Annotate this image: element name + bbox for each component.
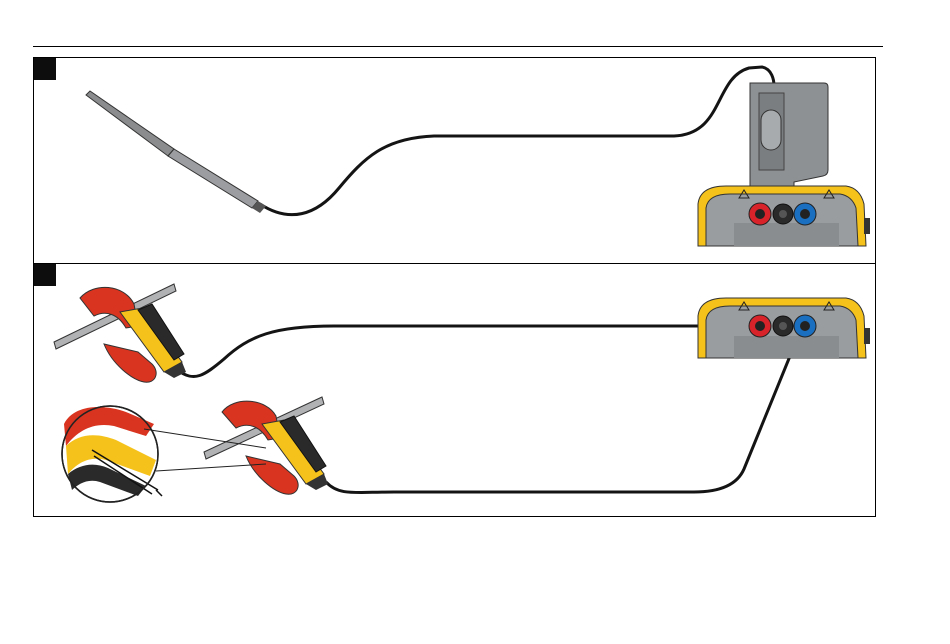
scope-meter-b — [698, 298, 870, 358]
probe-cable — [260, 67, 774, 215]
current-clamp-2 — [222, 401, 328, 494]
panel-a-illustration — [34, 58, 877, 265]
thermocouple-probe — [86, 91, 266, 213]
connection-panel-a — [33, 57, 876, 264]
connection-panel-b — [33, 264, 876, 517]
panel-b-illustration — [34, 264, 877, 517]
current-clamp-1 — [80, 287, 186, 382]
scope-meter-a — [698, 186, 870, 246]
clamp-cable-1 — [179, 326, 774, 377]
header-rule — [33, 46, 883, 47]
